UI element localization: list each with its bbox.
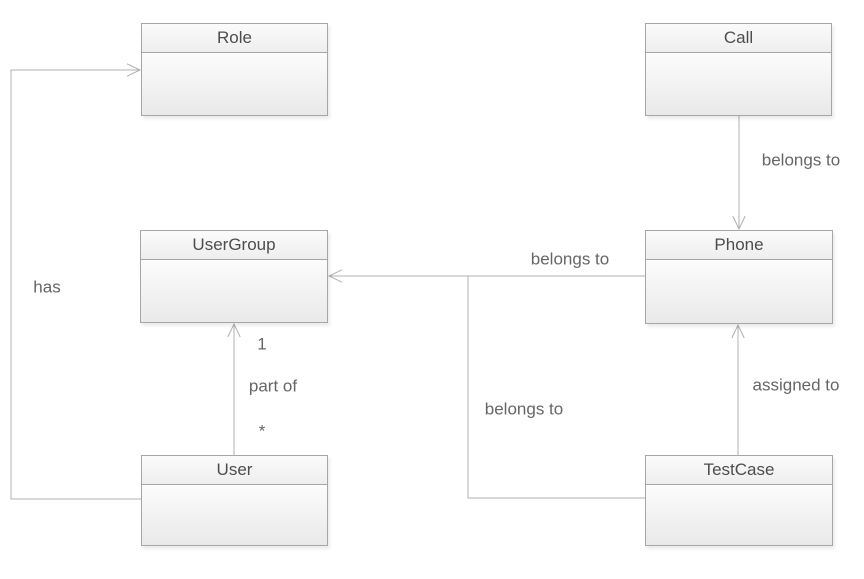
connector-call-phone[interactable] (732, 116, 746, 231)
class-body-phone (646, 260, 832, 323)
connector-user-usergroup[interactable] (227, 322, 241, 455)
edge-label-call-belongs-to[interactable]: belongs to (758, 151, 844, 171)
arrowhead-into-usergroup-bottom (227, 322, 241, 338)
edge-label-part-of[interactable]: part of (245, 377, 301, 397)
edge-label-testcase-belongs-to[interactable]: belongs to (481, 400, 567, 420)
class-body-user (142, 485, 327, 545)
connector-testcase-usergroup[interactable] (467, 276, 645, 499)
class-body-role (142, 53, 327, 115)
multiplicity-many[interactable]: * (255, 422, 269, 442)
class-body-testcase (646, 485, 832, 545)
class-title-testcase: TestCase (646, 456, 832, 485)
class-title-usergroup: UserGroup (141, 231, 327, 260)
edge-label-phone-belongs-to[interactable]: belongs to (527, 250, 613, 270)
class-title-role: Role (142, 24, 327, 53)
connector-testcase-usergroup-line (467, 276, 645, 499)
class-title-user: User (142, 456, 327, 485)
edge-label-has[interactable]: has (30, 278, 64, 298)
class-body-usergroup (141, 260, 327, 322)
class-box-testcase[interactable]: TestCase (645, 455, 833, 546)
class-box-role[interactable]: Role (141, 23, 328, 116)
class-title-call: Call (646, 24, 831, 53)
connector-user-role-line (10, 69, 141, 500)
class-title-phone: Phone (646, 231, 832, 260)
connector-phone-usergroup[interactable] (327, 269, 645, 283)
class-box-user[interactable]: User (141, 455, 328, 546)
multiplicity-one[interactable]: 1 (254, 335, 270, 355)
class-box-usergroup[interactable]: UserGroup (140, 230, 328, 323)
class-body-call (646, 53, 831, 115)
arrowhead-into-phone-top (732, 215, 746, 231)
connector-testcase-phone[interactable] (731, 323, 745, 455)
edge-label-assigned-to[interactable]: assigned to (749, 376, 843, 396)
arrowhead-into-phone-bottom (731, 323, 745, 339)
arrowhead-into-usergroup-right (327, 269, 343, 283)
class-box-call[interactable]: Call (645, 23, 832, 116)
class-box-phone[interactable]: Phone (645, 230, 833, 324)
arrowhead-into-role (126, 63, 142, 77)
connector-user-role[interactable] (10, 63, 142, 500)
